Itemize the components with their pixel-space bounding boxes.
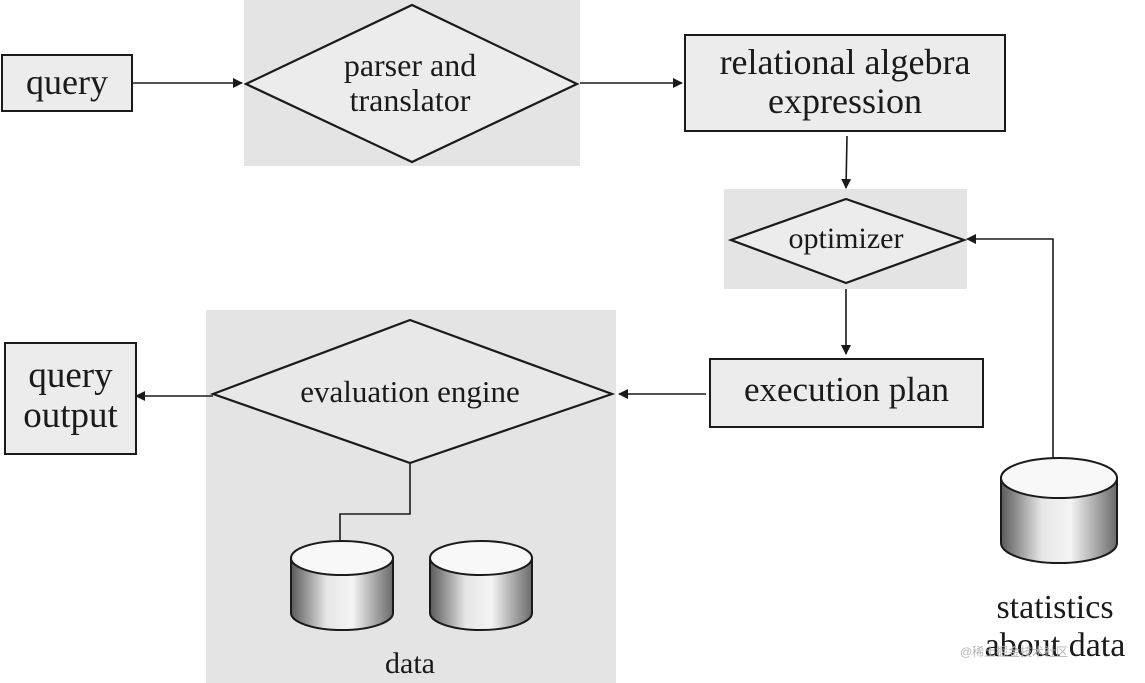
query-output-box [4, 342, 137, 455]
evaluation-engine-label: evaluation engine [300, 374, 520, 410]
evaluation-diamond [209, 318, 616, 465]
parser-diamond [243, 3, 580, 164]
statistics-label: statistics about data [984, 588, 1126, 664]
optimizer-label: optimizer [788, 221, 904, 255]
data-cylinder-right [429, 540, 533, 631]
query-label: query [26, 61, 108, 102]
relational-algebra-box [684, 34, 1006, 132]
data-label: data [385, 646, 435, 680]
query-output-label: query output [23, 354, 118, 436]
arrow-relational-to-optimizer [841, 135, 852, 189]
arrow-statistics-to-optimizer [966, 234, 1054, 458]
watermark: @稀土掘金技术社区 [960, 645, 1069, 659]
relational-algebra-label: relational algebra expression [719, 42, 971, 121]
data-cylinder-left [290, 540, 394, 631]
data-connector [339, 463, 411, 540]
parser-label: parser and translator [343, 47, 477, 118]
statistics-cylinder [1000, 457, 1118, 564]
optimizer-diamond [727, 197, 968, 285]
query-box [1, 54, 133, 112]
execution-plan-label: execution plan [743, 370, 950, 410]
execution-plan-box [709, 358, 984, 428]
